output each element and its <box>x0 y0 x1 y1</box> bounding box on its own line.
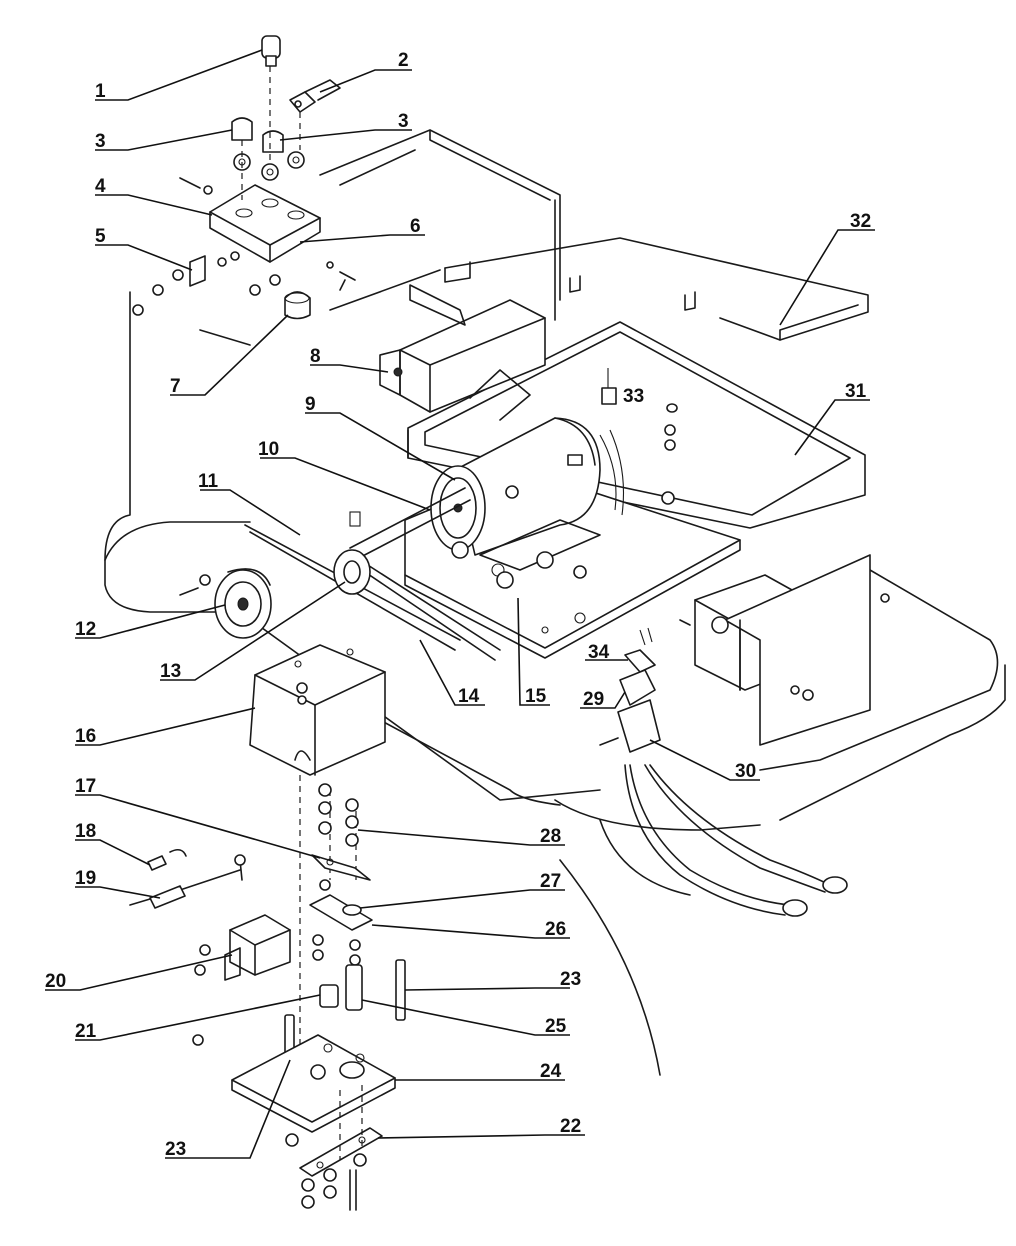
callout-5: 5 <box>95 226 106 247</box>
callout-24: 24 <box>540 1061 562 1082</box>
callout-29: 29 <box>583 689 604 710</box>
callout-23-right: 23 <box>560 969 581 990</box>
callout-19: 19 <box>75 868 96 889</box>
callout-21: 21 <box>75 1021 97 1042</box>
callout-18: 18 <box>75 821 96 842</box>
callout-14: 14 <box>458 686 480 707</box>
callout-25: 25 <box>545 1016 567 1037</box>
callout-8: 8 <box>310 346 321 367</box>
misc-parts <box>339 279 678 589</box>
callout-34: 34 <box>588 642 610 663</box>
callout-10: 10 <box>258 439 279 460</box>
control-panel <box>132 35 356 320</box>
callout-27: 27 <box>540 871 561 892</box>
callout-12: 12 <box>75 619 96 640</box>
callout-30: 30 <box>735 761 756 782</box>
callout-9: 9 <box>305 394 316 415</box>
callout-6: 6 <box>410 216 421 237</box>
callout-15: 15 <box>525 686 547 707</box>
belt-and-pulleys <box>179 487 501 661</box>
bracket-32 <box>444 237 869 341</box>
callout-13: 13 <box>160 661 181 682</box>
leader-lines <box>45 49 875 1159</box>
callout-31: 31 <box>845 381 867 402</box>
callout-33: 33 <box>623 386 644 407</box>
callout-1: 1 <box>95 81 106 102</box>
callout-17: 17 <box>75 776 96 797</box>
callout-22: 22 <box>560 1116 581 1137</box>
callout-32: 32 <box>850 211 871 232</box>
callout-7: 7 <box>170 376 181 397</box>
callout-3-right: 3 <box>398 111 409 132</box>
callout-11: 11 <box>198 471 219 492</box>
callout-28: 28 <box>540 826 561 847</box>
callout-3-left: 3 <box>95 131 106 152</box>
switch-box-assembly <box>599 554 890 917</box>
capacitor-box-8 <box>379 284 546 421</box>
motor-9 <box>430 417 624 571</box>
callout-labels: 1 2 3 3 4 5 6 7 8 9 10 11 12 13 14 15 16… <box>45 50 871 1160</box>
cover-16 <box>249 644 386 776</box>
callout-4: 4 <box>95 176 106 197</box>
callout-20: 20 <box>45 971 66 992</box>
callout-26: 26 <box>545 919 566 940</box>
callout-2: 2 <box>398 50 409 71</box>
callout-23-left: 23 <box>165 1139 186 1160</box>
lower-assembly <box>129 775 406 1211</box>
callout-16: 16 <box>75 726 96 747</box>
